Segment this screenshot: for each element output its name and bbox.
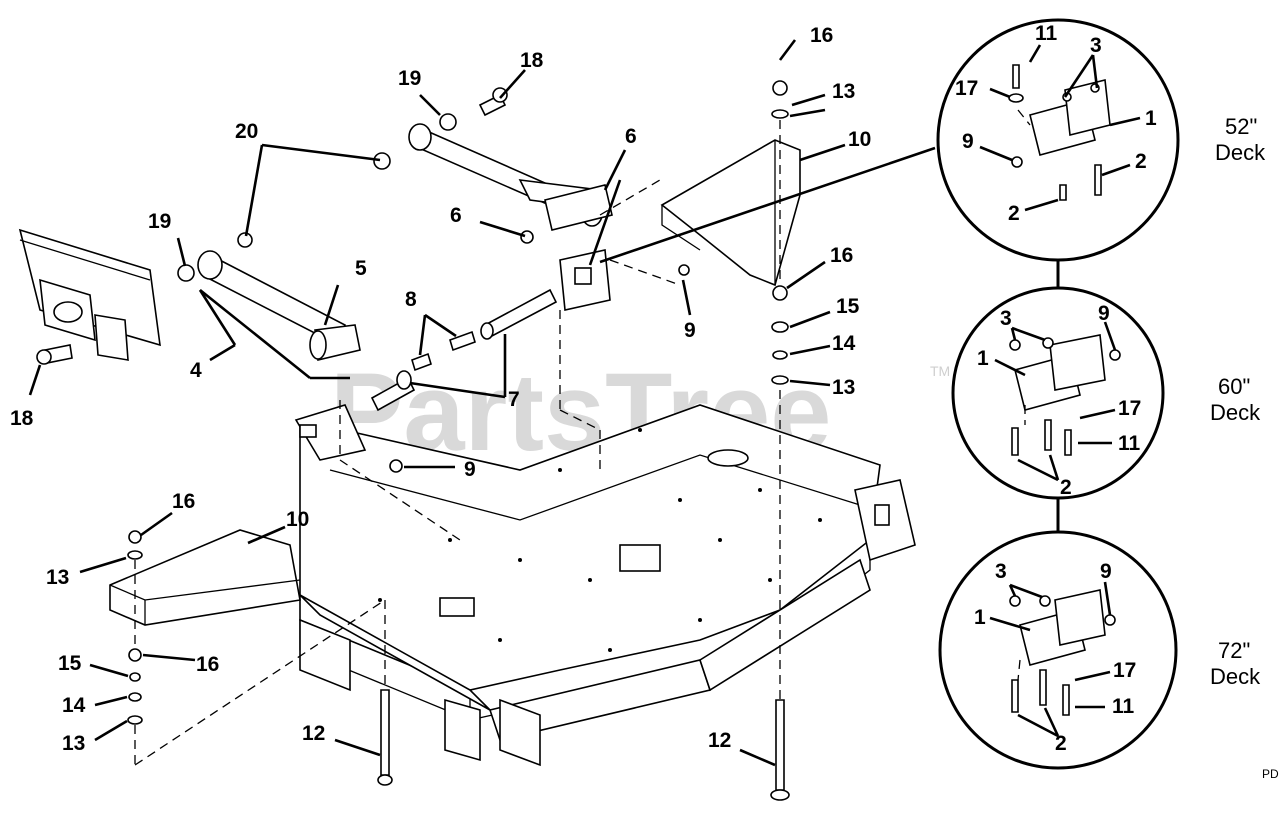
detail72-callout-3: 3: [995, 560, 1007, 583]
detail60-callout-2: 2: [1060, 476, 1072, 499]
detail-52-deck: [936, 18, 1180, 262]
callout-13: 13: [62, 732, 85, 755]
detail-60-deck: [951, 286, 1165, 500]
callout-8: 8: [405, 288, 417, 311]
watermark-tm: TM: [930, 363, 950, 379]
deck-60-word: Deck: [1210, 400, 1261, 425]
callout-18: 18: [520, 49, 544, 72]
detail60-callout-3: 3: [1000, 307, 1012, 330]
leader-lines: [28, 39, 1060, 767]
bolt-18-left: [36, 344, 73, 365]
detail52-callout-11: 11: [1035, 22, 1058, 45]
pivot-bracket: [544, 184, 613, 311]
detail-72-deck: [938, 530, 1178, 770]
callout-10: 10: [848, 128, 871, 151]
small-hardware: [177, 87, 690, 473]
callout-19: 19: [148, 210, 171, 233]
bolt-12-left: [377, 689, 393, 786]
detail60-callout-17: 17: [1118, 397, 1141, 420]
callout-6: 6: [450, 204, 462, 227]
callout-14: 14: [832, 332, 856, 355]
callout-16: 16: [810, 24, 833, 47]
pins-7: [370, 288, 558, 412]
deck-60-size: 60": [1218, 374, 1250, 399]
callout-15: 15: [836, 295, 860, 318]
detail52-callout-1: 1: [1145, 107, 1157, 130]
detail72-callout-17: 17: [1113, 659, 1136, 682]
detail52-callout-17: 17: [955, 77, 978, 100]
deck-size-labels: 52" Deck 60" Deck 72" Deck: [1210, 114, 1266, 689]
detail72-callout-2: 2: [1055, 732, 1067, 755]
callout-15: 15: [58, 652, 82, 675]
mower-deck: [294, 404, 916, 767]
detail72-callout-9: 9: [1100, 560, 1112, 583]
callout-12: 12: [302, 722, 325, 745]
callout-13: 13: [46, 566, 69, 589]
callout-16: 16: [830, 244, 853, 267]
detail72-callout-1: 1: [974, 606, 986, 629]
deck-72-size: 72": [1218, 638, 1250, 663]
alignment-lines: [134, 120, 781, 766]
callout-13: 13: [832, 376, 855, 399]
callout-16: 16: [196, 653, 219, 676]
deck-72-word: Deck: [1210, 664, 1261, 689]
callout-labels: 16 13 10 16 15 14 13 9 6 6 18 19 20 19 5…: [10, 22, 1157, 755]
callout-12: 12: [708, 729, 731, 752]
baffle-10-right: [660, 139, 801, 287]
detail60-callout-9: 9: [1098, 302, 1110, 325]
detail72-callout-11: 11: [1112, 695, 1135, 718]
callout-7: 7: [508, 388, 520, 411]
detail52-callout-9: 9: [962, 130, 974, 153]
deck-mounting-holes: [378, 428, 822, 652]
detail60-callout-1: 1: [977, 347, 989, 370]
callout-10: 10: [286, 508, 309, 531]
detail52-callout-3: 3: [1090, 34, 1102, 57]
arm-assembly-4: [197, 250, 361, 361]
deck-52-size: 52": [1225, 114, 1257, 139]
callout-13: 13: [832, 80, 855, 103]
baffle-10-left: [109, 529, 301, 626]
callout-5: 5: [355, 257, 367, 280]
deck-52-word: Deck: [1215, 140, 1266, 165]
callout-6: 6: [625, 125, 637, 148]
detail60-callout-11: 11: [1118, 432, 1141, 455]
callout-18: 18: [10, 407, 34, 430]
detail52-callout-2: 2: [1135, 150, 1147, 173]
callout-19: 19: [398, 67, 421, 90]
page-code: PD: [1262, 767, 1279, 781]
callout-16: 16: [172, 490, 195, 513]
callout-4: 4: [190, 359, 202, 382]
detail52-callout-2: 2: [1008, 202, 1020, 225]
callout-20: 20: [235, 120, 258, 143]
hardware-stack-left: [127, 530, 143, 725]
hardware-stack-right: [770, 80, 790, 801]
callout-9: 9: [464, 458, 476, 481]
callout-14: 14: [62, 694, 86, 717]
tractor-frame-fragment: [18, 228, 161, 361]
callout-9: 9: [684, 319, 696, 342]
